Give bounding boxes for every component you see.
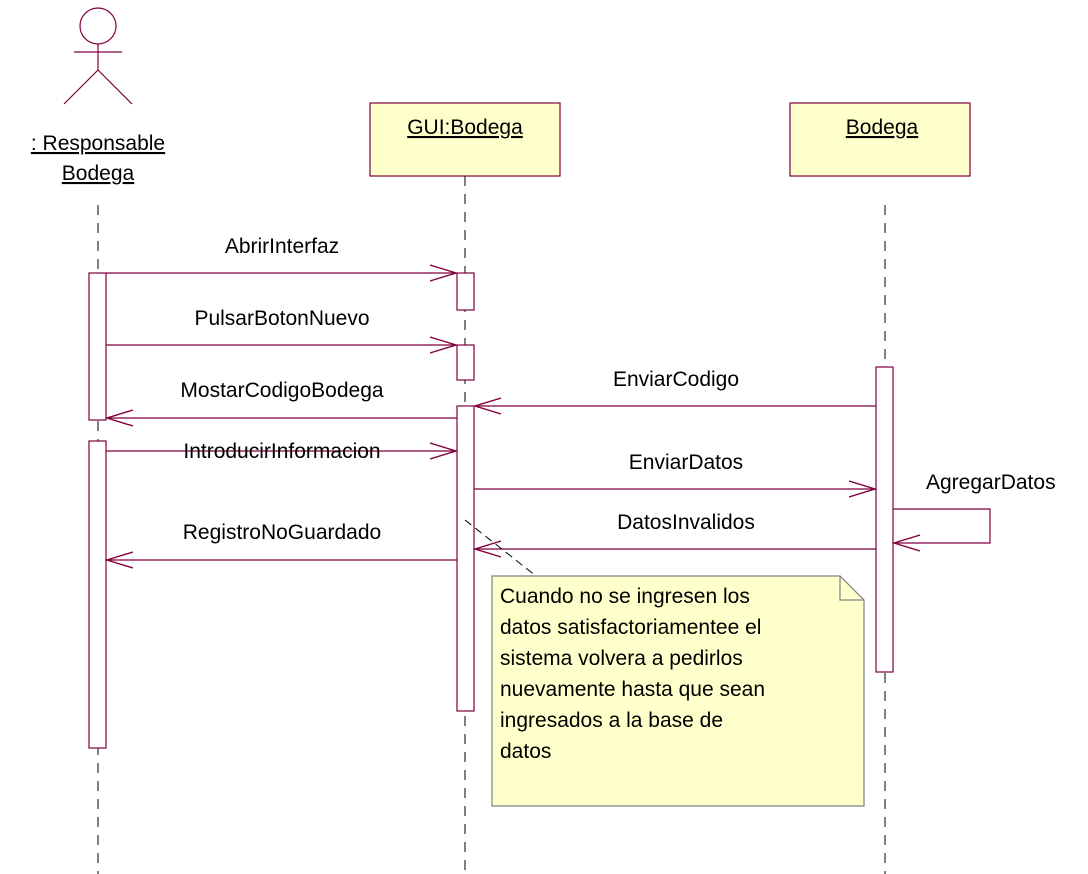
message-label-pulsar-boton-nuevo: PulsarBotonNuevo xyxy=(194,307,369,330)
actor-label-line2: Bodega xyxy=(62,162,135,185)
actor-activation-1 xyxy=(88,272,107,421)
gui-lifeline-label: GUI:Bodega xyxy=(407,116,523,139)
note-text-line-3: sistema volvera a pedirlos xyxy=(500,647,743,670)
bodega-lifeline-label: Bodega xyxy=(846,116,919,139)
message-label-enviar-datos: EnviarDatos xyxy=(629,451,743,474)
note-box xyxy=(491,575,865,807)
message-label-mostar-codigo-bodega: MostarCodigoBodega xyxy=(180,379,383,402)
note-text-line-6: datos xyxy=(500,740,551,763)
note-text-line-5: ingresados a la base de xyxy=(500,709,723,732)
note-text-line-4: nuevamente hasta que sean xyxy=(500,678,765,701)
note-text-line-1: Cuando no se ingresen los xyxy=(500,585,750,608)
message-label-introducir-informacion: IntroducirInformacion xyxy=(183,440,380,463)
gui-activation-3 xyxy=(456,405,475,712)
message-label-registro-no-guardado: RegistroNoGuardado xyxy=(183,521,381,544)
message-label-enviar-codigo: EnviarCodigo xyxy=(613,368,739,391)
message-label-agregar-datos: AgregarDatos xyxy=(926,471,1056,494)
note-fold-corner xyxy=(839,576,864,601)
message-label-abrir-interfaz: AbrirInterfaz xyxy=(225,235,339,258)
actor-activation-2 xyxy=(88,440,107,749)
bodega-lifeline-header xyxy=(789,102,971,177)
note-text-line-2: datos satisfactoriamentee el xyxy=(500,616,761,639)
gui-activation-1 xyxy=(456,272,475,311)
message-arrow-agregar-datos xyxy=(893,508,991,543)
actor-figure xyxy=(63,7,133,105)
actor-label-line1: : Responsable xyxy=(31,132,165,155)
note-connector xyxy=(464,519,537,577)
gui-lifeline-header xyxy=(369,102,561,177)
gui-activation-2 xyxy=(456,344,475,381)
message-label-datos-invalidos: DatosInvalidos xyxy=(617,511,755,534)
bodega-activation xyxy=(875,366,894,673)
